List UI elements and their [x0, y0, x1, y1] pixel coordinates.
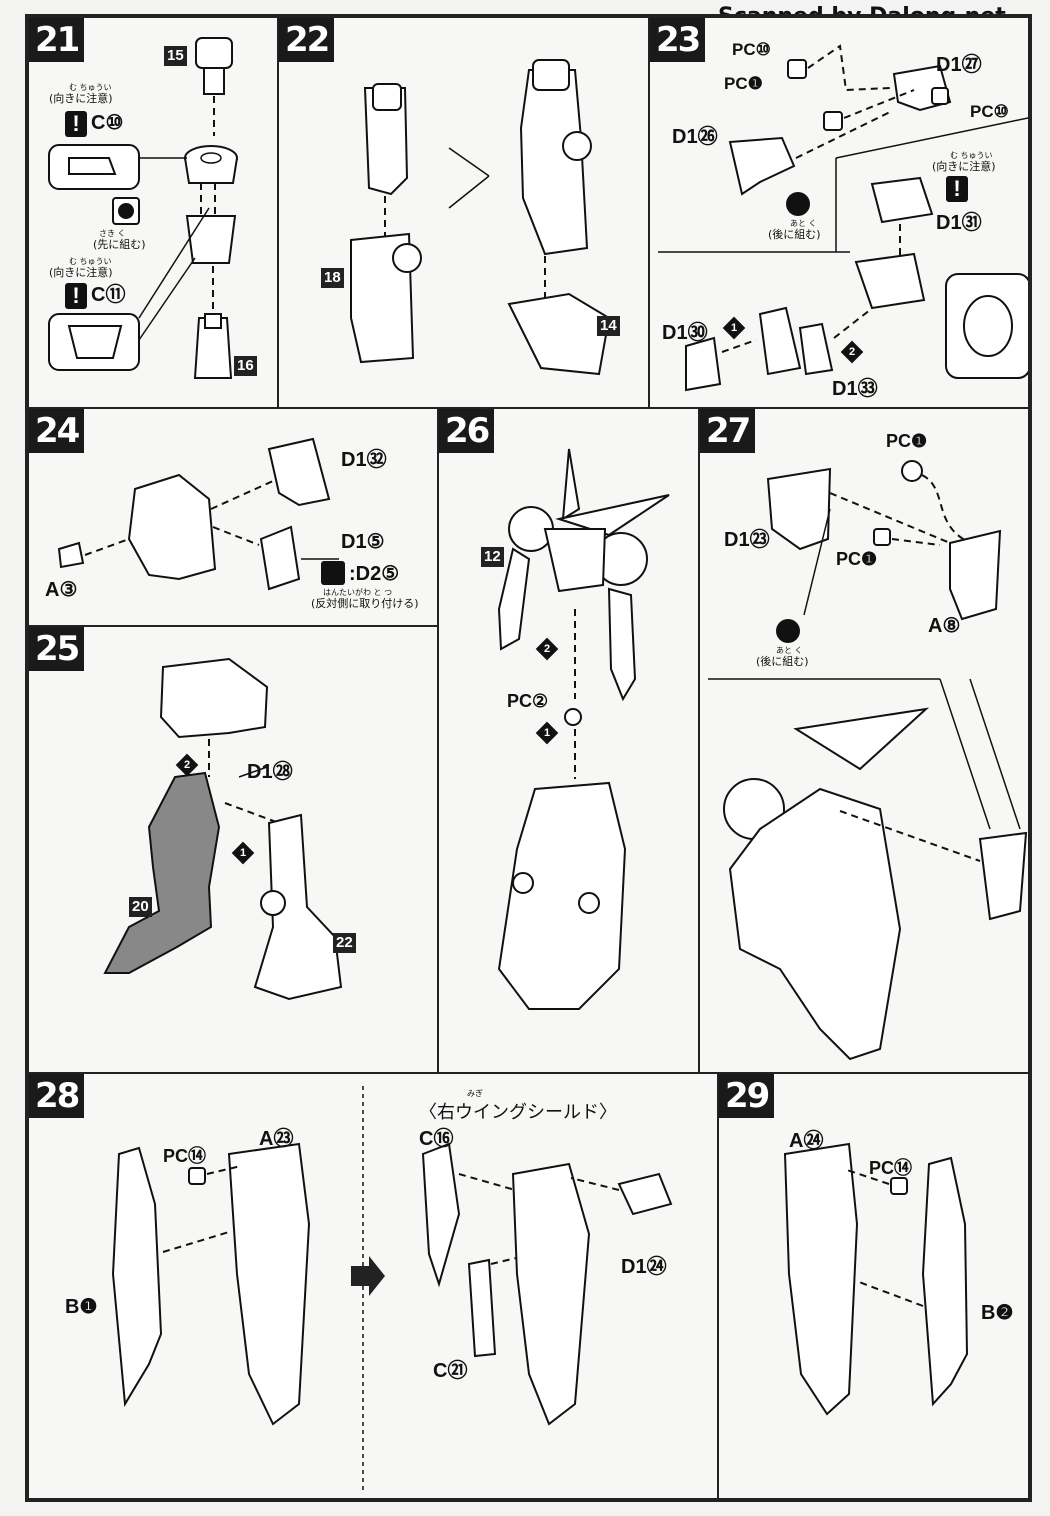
assemble-later-note: (後に組む) — [768, 228, 821, 241]
part-label-d123: D1㉓ — [724, 529, 770, 551]
part-label-pc1: PC❶ — [724, 74, 763, 93]
step-27-panel: 27 PC❶ D1㉓ PC❶ あと く (後に組む) A⑧ — [698, 407, 1030, 1074]
part-label-d131: ! — [946, 176, 972, 202]
step-23-panel: 23 PC⑩ PC❶ D1㉗ PC⑩ — [648, 16, 1030, 409]
step-number: 25 — [29, 627, 85, 671]
part-label-pc1-a: PC❶ — [886, 431, 928, 451]
step-26-diagram — [497, 448, 670, 1010]
step-number: 28 — [29, 1074, 85, 1118]
instruction-sheet: 21 15 16 む ちゅうい (向きに注意) — [25, 14, 1032, 1502]
step-number: 23 — [650, 18, 706, 62]
part-label-d128: D1㉘ — [247, 761, 293, 783]
step-number: 21 — [29, 18, 85, 62]
step-24-diagram — [57, 437, 345, 591]
step-28-panel: 28 A㉓ PC⑭ B❶ みぎ 〈右ウイングシールド〉 C⑯ D1㉔ C㉑ — [27, 1072, 719, 1500]
part-label-d15: D1⑤ — [341, 531, 385, 553]
part-label-pc1-b: PC❶ — [836, 549, 878, 569]
part-label-pc10-b: PC⑩ — [970, 102, 1009, 121]
step-25-diagram — [103, 657, 343, 1001]
orientation-note: (向きに注意) — [49, 266, 113, 279]
part-label-c11: !C⑪ — [65, 278, 125, 309]
part-ref-14: 14 — [597, 316, 620, 336]
step-24-panel: 24 D1㉜ D1⑤ :D2⑤ はんたいがわ と つ (反対側に取り付ける) A… — [27, 407, 439, 627]
step-29-diagram — [783, 1142, 969, 1416]
step-number: 29 — [719, 1074, 775, 1118]
ruby-text: あと く — [776, 646, 803, 655]
part-label-a24: A㉔ — [789, 1130, 824, 1152]
part-label-d25: :D2⑤ — [349, 563, 400, 585]
step-21-diagram — [48, 37, 238, 379]
warning-icon: ! — [65, 110, 87, 137]
sequence-number-1: 1 — [239, 847, 247, 859]
part-label-d130: D1㉚ — [662, 322, 708, 344]
part-label-pc10-a: PC⑩ — [732, 40, 771, 59]
orientation-note: (向きに注意) — [932, 160, 996, 173]
part-ref-20: 20 — [129, 897, 152, 917]
part-label-a8: A⑧ — [928, 615, 961, 637]
step-21-panel: 21 15 16 む ちゅうい (向きに注意) — [27, 16, 279, 409]
sub-assembly-title: 〈右ウイングシールド〉 — [419, 1102, 617, 1122]
warning-icon: ! — [946, 176, 968, 202]
assemble-first-note: (先に組む) — [93, 238, 146, 251]
sequence-number-2: 2 — [543, 643, 551, 655]
step-number: 26 — [439, 409, 495, 453]
part-label-pc14: PC⑭ — [869, 1158, 913, 1178]
sequence-number-2: 2 — [183, 759, 191, 771]
ruby-text: みぎ — [467, 1089, 483, 1098]
opposite-side-note: (反対側に取り付ける) — [311, 597, 419, 610]
sequence-number-1: 1 — [730, 322, 738, 334]
part-label-c21: C㉑ — [433, 1360, 468, 1382]
step-23-diagram — [658, 44, 1028, 392]
part-ref-18: 18 — [321, 268, 344, 288]
step-number: 24 — [29, 409, 85, 453]
part-label-d127: D1㉗ — [936, 54, 982, 76]
step-28-diagram — [111, 1086, 673, 1494]
ruby-text: あと く — [790, 219, 817, 228]
step-27-diagram — [708, 460, 1028, 1061]
orientation-note: (向きに注意) — [49, 92, 113, 105]
ruby-text: さき く — [99, 229, 126, 238]
part-ref-12: 12 — [481, 547, 504, 567]
step-22-panel: 22 18 14 — [277, 16, 650, 409]
assemble-later-note: (後に組む) — [756, 655, 809, 668]
part-label-d133: D1㉝ — [832, 378, 878, 400]
part-label-pc2: PC② — [507, 691, 549, 711]
part-ref-16: 16 — [234, 356, 257, 376]
step-26-panel: 26 12 PC② 2 1 — [437, 407, 700, 1074]
sequence-number-2: 2 — [848, 346, 856, 358]
part-label-c10: !C⑩ — [65, 110, 123, 137]
sequence-number-1: 1 — [543, 727, 551, 739]
part-label-d132: D1㉜ — [341, 449, 387, 471]
ruby-text: はんたいがわ と つ — [323, 588, 393, 597]
part-label-a3: A③ — [45, 579, 78, 601]
part-ref-22: 22 — [333, 933, 356, 953]
part-label-b1: B❶ — [65, 1296, 98, 1318]
part-label-c16: C⑯ — [419, 1128, 454, 1150]
step-number: 27 — [700, 409, 756, 453]
ruby-text: む ちゅうい — [69, 83, 112, 92]
warning-icon: ! — [65, 282, 87, 309]
part-label-d131-text: D1㉛ — [936, 212, 982, 234]
part-ref-15: 15 — [164, 46, 187, 66]
ruby-text: む ちゅうい — [69, 257, 112, 266]
step-number: 22 — [279, 18, 335, 62]
part-label-d126: D1㉖ — [672, 126, 718, 148]
part-label-b2: B❷ — [981, 1302, 1014, 1324]
step-29-panel: 29 A㉔ PC⑭ B❷ — [717, 1072, 1030, 1500]
part-label-a23: A㉓ — [259, 1128, 294, 1150]
part-label-pc14: PC⑭ — [163, 1146, 207, 1166]
ruby-text: む ちゅうい — [950, 151, 993, 160]
part-label-d124: D1㉔ — [621, 1256, 667, 1278]
step-25-panel: 25 D1㉘ 20 22 2 1 — [27, 625, 439, 1074]
step-22-diagram — [350, 59, 611, 376]
